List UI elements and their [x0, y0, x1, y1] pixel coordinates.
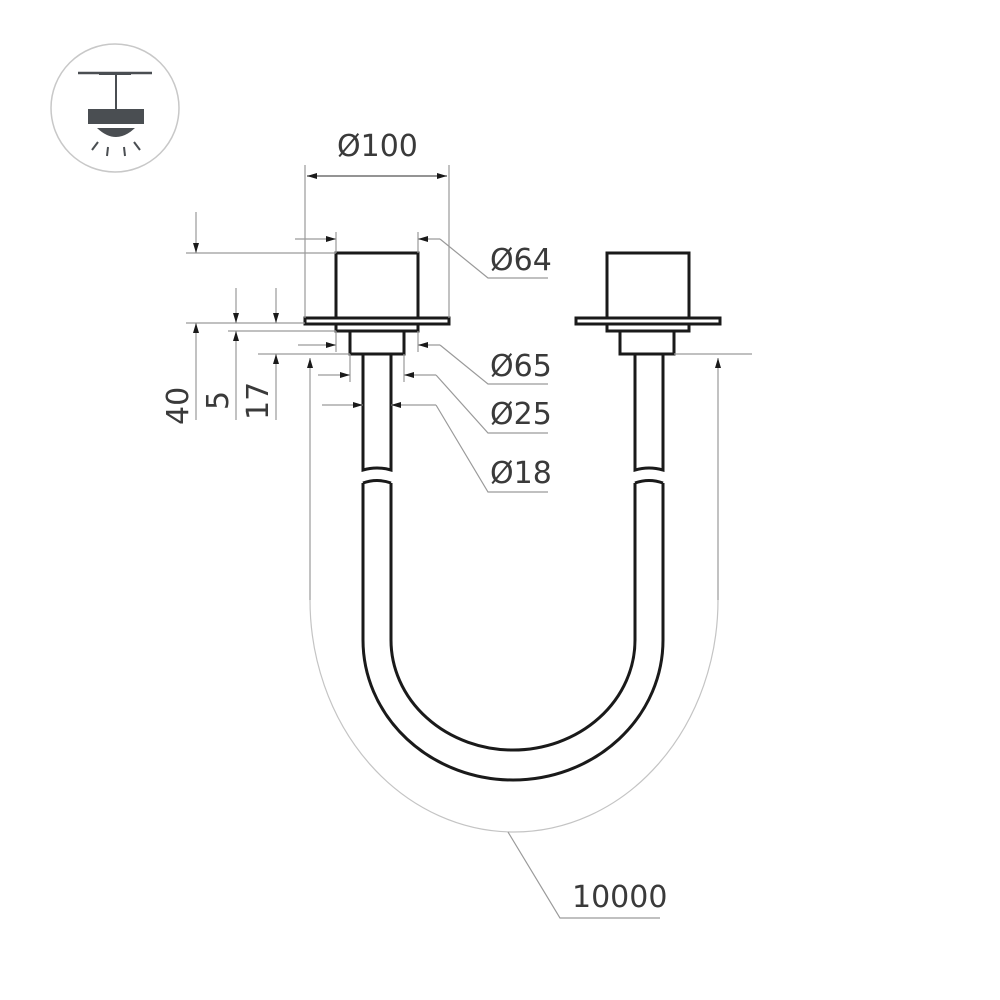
dimension-labels: Ø100 Ø64 Ø65 Ø25 Ø18 10000 40 5 17 [161, 129, 667, 915]
flange-thickness-label: 5 [201, 391, 236, 410]
flexible-cable [361, 354, 665, 782]
lower-height-label: 17 [241, 382, 276, 420]
flange-diameter-label: Ø100 [337, 129, 418, 164]
collar-diameter-label: Ø65 [490, 349, 552, 384]
right-fitting [574, 251, 722, 356]
dimension-lines [186, 165, 752, 919]
left-fitting [303, 251, 451, 356]
cup-diameter-label: Ø64 [490, 243, 552, 278]
cable-diameter-label: Ø18 [490, 456, 552, 491]
cable-length-label: 10000 [572, 880, 667, 915]
ceiling-pendant-light-icon [50, 43, 180, 173]
total-height-label: 40 [161, 387, 196, 425]
sleeve-diameter-label: Ø25 [490, 397, 552, 432]
